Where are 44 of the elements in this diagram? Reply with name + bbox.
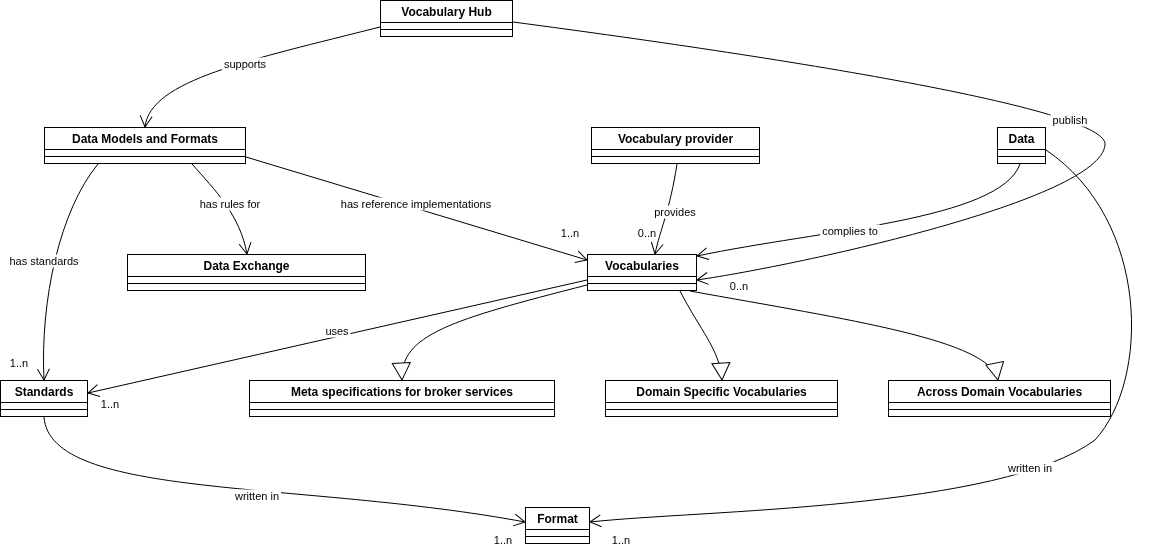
class-box xyxy=(605,380,838,417)
class-name: Data xyxy=(1008,131,1035,146)
edge-label: written in xyxy=(233,489,281,503)
multiplicity-label: 0..n xyxy=(635,226,659,240)
class-box xyxy=(0,380,88,417)
edge-label: supports xyxy=(221,57,269,71)
multiplicity-label: 1..n xyxy=(558,226,582,240)
association-arrow xyxy=(87,279,588,397)
class-name: Domain Specific Vocabularies xyxy=(636,384,807,399)
class-name: Vocabularies xyxy=(605,258,679,273)
class-name: Meta specifications for broker services xyxy=(290,384,514,399)
class-box xyxy=(997,127,1046,164)
class-name: Vocabulary provider xyxy=(617,131,734,146)
edge-label: complies to xyxy=(820,224,880,238)
class-box xyxy=(127,254,366,291)
class-name: Across Domain Vocabularies xyxy=(916,384,1083,399)
class-box xyxy=(591,127,760,164)
class-box xyxy=(249,380,555,417)
class-box xyxy=(587,254,697,291)
association-arrow xyxy=(589,149,1133,528)
multiplicity-label: 1..n xyxy=(609,533,633,547)
class-box xyxy=(888,380,1111,417)
association-arrow xyxy=(37,163,99,381)
edge-label: written in xyxy=(1006,461,1054,475)
association-arrow xyxy=(43,416,526,527)
generalization-arrow xyxy=(393,284,588,381)
class-box xyxy=(44,127,246,164)
multiplicity-label: 1..n xyxy=(7,356,31,370)
class-name: Format xyxy=(537,511,578,526)
class-box xyxy=(380,0,513,37)
edge-label: has reference implementations xyxy=(338,197,494,211)
multiplicity-label: 1..n xyxy=(491,533,515,547)
multiplicity-label: 1..n xyxy=(98,397,122,411)
edge-label: publish xyxy=(1050,113,1090,127)
class-name: Vocabulary Hub xyxy=(401,4,492,19)
association-arrow xyxy=(512,21,1106,285)
class-name: Standards xyxy=(14,384,74,399)
edge-label: has rules for xyxy=(197,197,263,211)
edge-label: provides xyxy=(652,205,698,219)
class-name: Data Exchange xyxy=(203,258,290,273)
class-box xyxy=(525,507,590,544)
multiplicity-label: 0..n xyxy=(727,279,751,293)
edge-label: has standards xyxy=(7,254,81,268)
class-name: Data Models and Formats xyxy=(72,131,218,146)
